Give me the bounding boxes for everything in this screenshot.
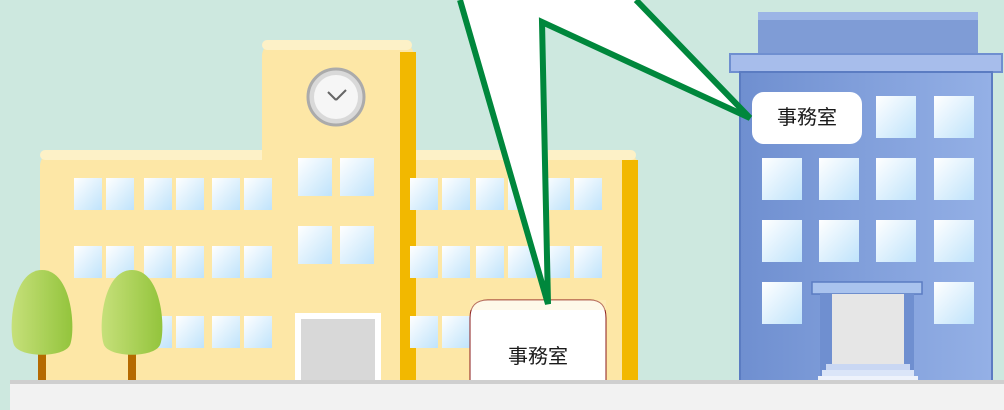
tree-icon	[101, 270, 163, 384]
left-wing-windows	[74, 178, 272, 348]
office-label-school: 事務室	[508, 344, 568, 368]
office-label-building: 事務室	[777, 105, 837, 129]
ground	[10, 380, 1004, 410]
office-building	[729, 12, 1003, 385]
tree-icon	[11, 270, 73, 384]
clock-icon	[306, 67, 366, 127]
callout-balloon	[457, 0, 753, 305]
school-building	[40, 40, 638, 387]
